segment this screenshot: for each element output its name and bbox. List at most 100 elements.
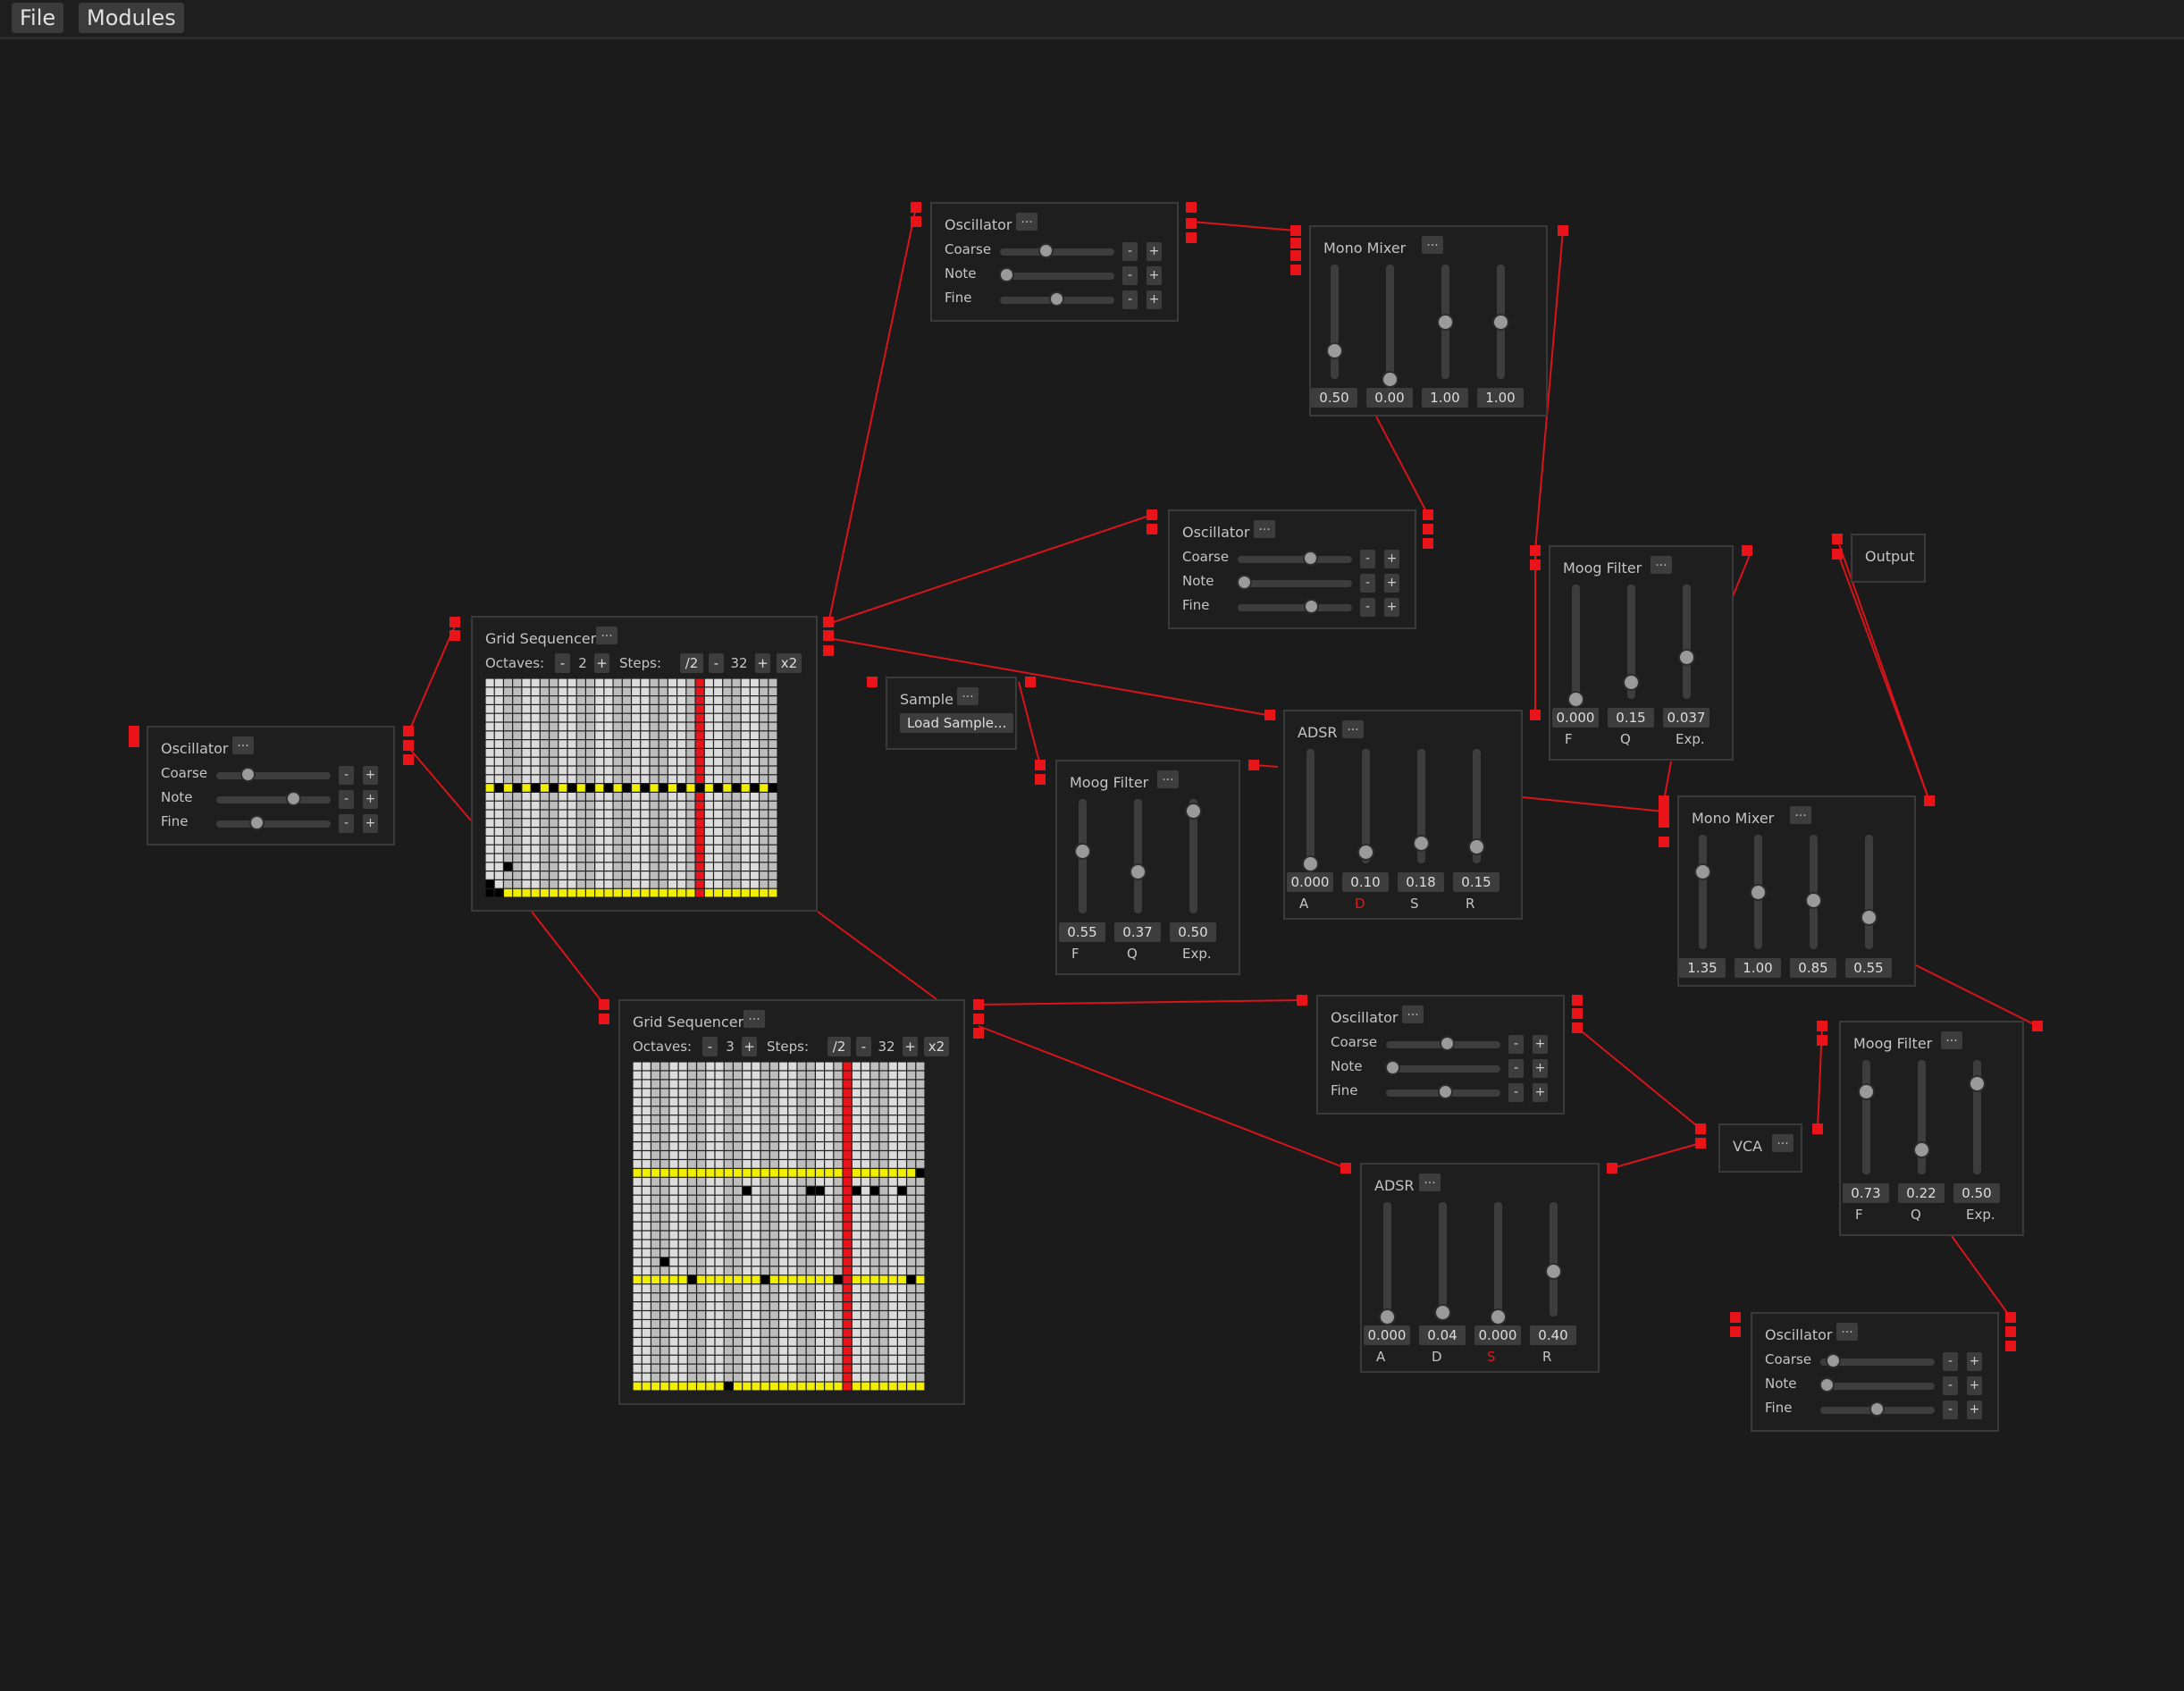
grid-cell[interactable] [916,1249,925,1258]
grid-cell[interactable] [916,1186,925,1195]
grid-cell[interactable] [668,757,676,766]
grid-cell[interactable] [642,1328,651,1337]
grid-cell[interactable] [825,1258,834,1266]
grid-cell[interactable] [576,854,585,862]
grid-cell[interactable] [660,1195,669,1204]
grid-cell[interactable] [743,1240,752,1249]
grid-cell[interactable] [852,1346,861,1355]
grid-cell[interactable] [879,1062,888,1071]
grid-cell[interactable] [752,1106,760,1115]
grid-cell[interactable] [907,1284,916,1292]
grid-cell[interactable] [734,1275,743,1284]
grid-cell[interactable] [724,1106,733,1115]
grid-cell[interactable] [622,793,631,801]
grid-cell[interactable] [897,1177,906,1186]
envelope-param-slider-thumb[interactable] [1468,837,1485,855]
grid-cell[interactable] [660,1160,669,1168]
grid-cell[interactable] [522,713,531,722]
grid-cell[interactable] [687,1098,696,1106]
grid-cell[interactable] [706,1364,715,1373]
grid-cell[interactable] [651,1275,660,1284]
grid-cell[interactable] [715,1231,724,1240]
grid-cell[interactable] [732,793,741,801]
grid-cell[interactable] [741,801,750,810]
grid-cell[interactable] [559,757,567,766]
grid-cell[interactable] [706,1213,715,1222]
grid-cell[interactable] [668,801,676,810]
filter-param-slider-thumb[interactable] [1678,648,1695,666]
grid-cell[interactable] [734,1160,743,1168]
grid-cell[interactable] [852,1080,861,1089]
grid-cell[interactable] [695,687,704,695]
grid-cell[interactable] [750,731,759,739]
grid-cell[interactable] [734,1213,743,1222]
grid-cell[interactable] [879,1168,888,1177]
grid-cell[interactable] [494,731,503,739]
grid-cell[interactable] [513,837,522,845]
grid-cell[interactable] [916,1293,925,1301]
grid-cell[interactable] [834,1195,843,1204]
grid-cell[interactable] [723,828,732,836]
patch-port[interactable] [1186,218,1197,229]
grid-cell[interactable] [861,1355,870,1364]
grid-cell[interactable] [669,1302,678,1310]
grid-cell[interactable] [715,1142,724,1150]
grid-cell[interactable] [760,757,769,766]
grid-cell[interactable] [741,687,750,695]
grid-cell[interactable] [750,845,759,854]
grid-cell[interactable] [815,1098,824,1106]
grid-cell[interactable] [668,810,676,819]
grid-cell[interactable] [504,749,513,757]
grid-cell[interactable] [806,1168,815,1177]
grid-cell[interactable] [633,1098,642,1106]
grid-cell[interactable] [779,1177,788,1186]
grid-cell[interactable] [668,888,676,897]
grid-cell[interactable] [504,828,513,836]
grid-cell[interactable] [642,1124,651,1132]
grid-cell[interactable] [769,1142,778,1150]
grid-cell[interactable] [706,1382,715,1391]
grid-cell[interactable] [879,1302,888,1310]
grid-cell[interactable] [870,1328,879,1337]
grid-cell[interactable] [724,1302,733,1310]
grid-cell[interactable] [567,862,576,871]
grid-cell[interactable] [760,880,769,888]
grid-cell-active[interactable] [550,784,559,792]
grid-cell[interactable] [916,1124,925,1132]
grid-cell[interactable] [595,731,604,739]
grid-cell[interactable] [715,1106,724,1115]
grid-cell[interactable] [916,1337,925,1346]
grid-cell[interactable] [743,1204,752,1213]
grid-cell[interactable] [769,819,777,827]
grid-cell[interactable] [650,766,659,775]
grid-cell[interactable] [870,1177,879,1186]
grid-cell[interactable] [669,1133,678,1141]
grid-cell[interactable] [806,1124,815,1132]
patch-port[interactable] [823,630,834,641]
grid-cell[interactable] [897,1382,906,1391]
moog-filter-menu-button[interactable]: ... [1651,556,1672,574]
grid-cell[interactable] [907,1293,916,1301]
grid-cell[interactable] [861,1151,870,1159]
grid-cell[interactable] [706,1249,715,1258]
grid-cell[interactable] [806,1204,815,1213]
patch-cable[interactable] [407,623,457,734]
grid-cell[interactable] [687,1302,696,1310]
grid-cell[interactable] [504,880,513,888]
grid-cell[interactable] [550,722,559,731]
grid-cell[interactable] [815,1160,824,1168]
grid-cell[interactable] [888,1195,897,1204]
grid-cell[interactable] [668,775,676,783]
grid-cell[interactable] [769,880,777,888]
grid-cell[interactable] [678,1160,687,1168]
note-slider[interactable] [1819,1377,1935,1392]
grid-cell[interactable] [633,1177,642,1186]
grid-cell[interactable] [586,880,595,888]
grid-cell[interactable] [678,1089,687,1098]
grid-cell[interactable] [687,1222,696,1231]
grid-cell[interactable] [650,810,659,819]
grid-cell[interactable] [907,1071,916,1080]
grid-cell[interactable] [604,757,613,766]
grid-cell[interactable] [686,837,695,845]
